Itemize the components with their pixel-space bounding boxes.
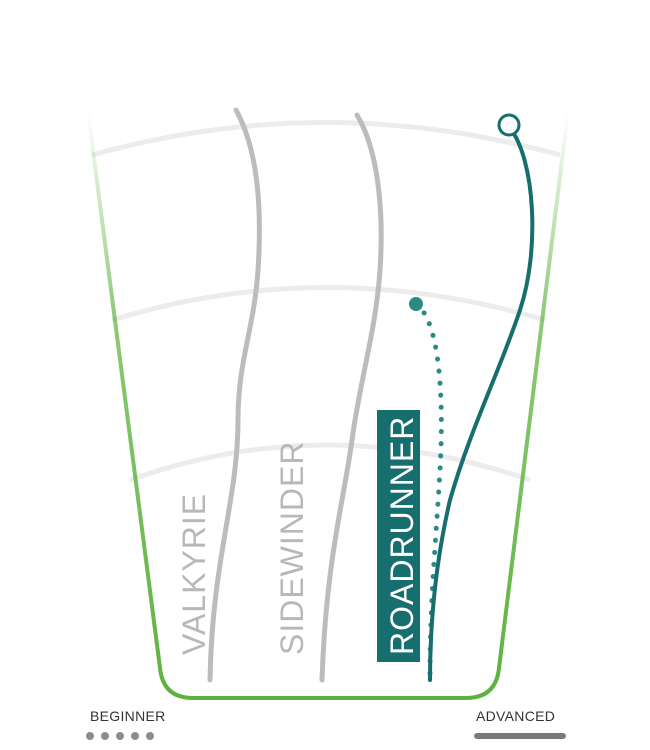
beginner-dot bbox=[131, 732, 139, 740]
advanced-bar bbox=[474, 733, 566, 739]
roadrunner-fade-start-dot bbox=[409, 297, 423, 311]
background-arc-top bbox=[91, 120, 561, 158]
beginner-label: BEGINNER bbox=[90, 708, 166, 724]
valkyrie-flight-path bbox=[207, 107, 262, 683]
container-outline bbox=[86, 111, 570, 700]
sidewinder-label: SIDEWINDER bbox=[274, 441, 310, 655]
beginner-dot bbox=[146, 732, 154, 740]
valkyrie-label: VALKYRIE bbox=[176, 493, 212, 655]
background-arc-bottom bbox=[129, 442, 531, 483]
beginner-dots bbox=[86, 732, 154, 740]
roadrunner-label-background bbox=[377, 410, 420, 662]
roadrunner-label: ROADRUNNER bbox=[384, 416, 420, 655]
roadrunner-flight-path bbox=[428, 126, 535, 682]
beginner-dot bbox=[86, 732, 94, 740]
background-arc-middle bbox=[111, 285, 546, 323]
roadrunner-start-circle bbox=[497, 113, 521, 137]
sidewinder-flight-path bbox=[319, 112, 384, 683]
beginner-dot bbox=[101, 732, 109, 740]
beginner-dot bbox=[116, 732, 124, 740]
advanced-label: ADVANCED bbox=[476, 708, 556, 724]
